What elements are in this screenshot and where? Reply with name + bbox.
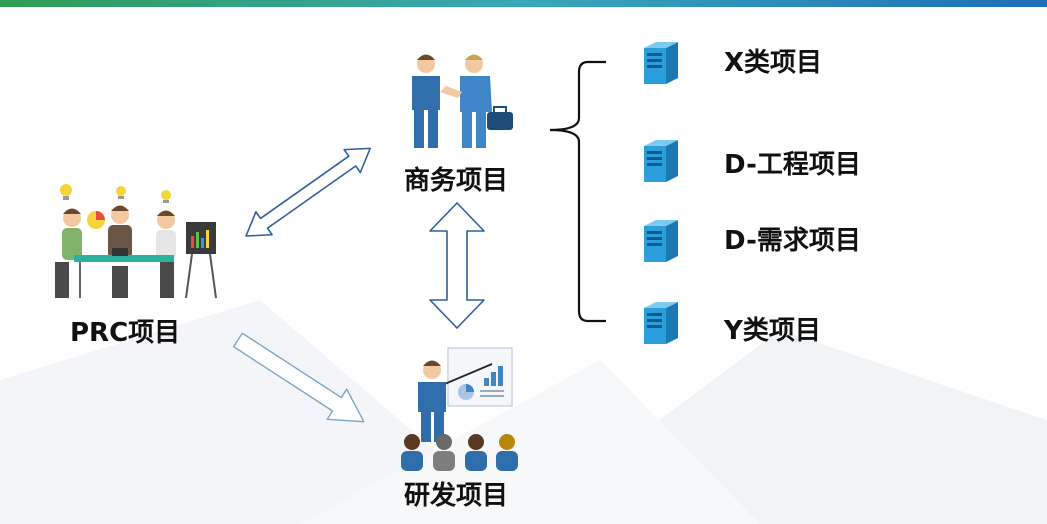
handshake-icon <box>412 54 513 148</box>
presentation-icon <box>401 347 518 471</box>
top-accent-bar <box>0 0 1047 7</box>
category-brace <box>549 60 606 323</box>
prc-project-label: PRC项目 <box>70 318 181 348</box>
rd-project-label: 研发项目 <box>404 481 509 511</box>
prc-rd-arrow <box>232 332 365 423</box>
category-label-d-engineering: D-工程项目 <box>724 150 861 180</box>
server-icon <box>644 42 678 84</box>
team-meeting-icon <box>55 184 217 299</box>
business-rd-arrow <box>429 202 485 329</box>
category-label-d-requirement: D-需求项目 <box>724 226 861 256</box>
server-icon <box>644 302 678 344</box>
server-icon <box>644 140 678 182</box>
server-icon <box>644 220 678 262</box>
prc-business-arrow <box>245 147 372 237</box>
business-project-label: 商务项目 <box>404 166 509 196</box>
category-label-x: X类项目 <box>724 48 823 78</box>
category-label-y: Y类项目 <box>724 316 821 346</box>
